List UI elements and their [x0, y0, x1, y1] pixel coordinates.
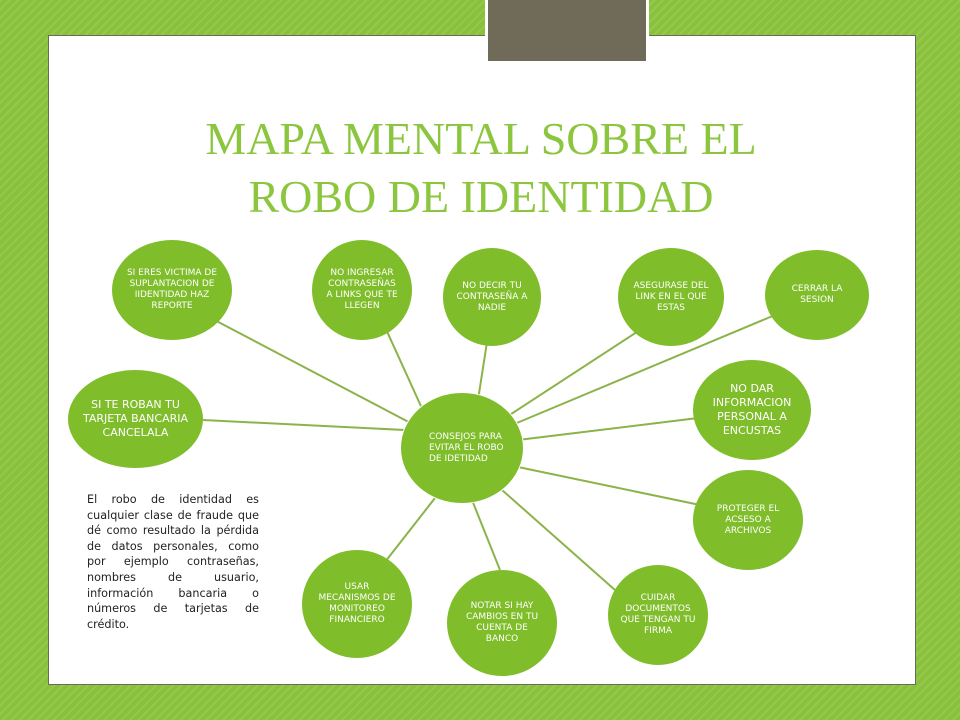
link-documentos [501, 489, 616, 591]
node-informacion: NO DAR INFORMACION PERSONAL A ENCUSTAS [693, 360, 811, 460]
node-asegurarse: ASEGURASE DEL LINK EN EL QUE ESTAS [618, 248, 724, 346]
node-links: NO INGRESAR CONTRASEÑAS A LINKS QUE TE L… [312, 240, 412, 340]
link-informacion [517, 417, 699, 441]
node-center: CONSEJOS PARA EVITAR EL ROBO DE IDETIDAD [400, 392, 524, 504]
node-contrasena: NO DECIR TU CONTRASEÑA A NADIE [443, 248, 541, 346]
link-reporte [204, 314, 421, 429]
node-documentos: CUIDAR DOCUMENTOS QUE TENGAN TU FIRMA [608, 565, 708, 665]
link-monitoreo [384, 497, 436, 563]
link-archivos [517, 466, 701, 506]
node-monitoreo: USAR MECANISMOS DE MONITOREO FINANCIERO [302, 550, 412, 658]
link-cerrar [511, 314, 776, 426]
decorative-tab [485, 0, 649, 64]
title-line-2: ROBO DE IDENTIDAD [248, 171, 714, 222]
node-reporte: SI ERES VICTIMA DE SUPLANTACION DE IIDEN… [112, 240, 232, 340]
node-archivos: PROTEGER EL ACSESO A ARCHIVOS [693, 470, 803, 570]
link-banco [471, 499, 501, 571]
link-tarjeta [202, 419, 406, 431]
link-asegurarse [504, 329, 641, 419]
node-banco: NOTAR SI HAY CAMBIOS EN TU CUENTA DE BAN… [447, 570, 557, 676]
slide-title: MAPA MENTAL SOBRE EL ROBO DE IDENTIDAD [48, 110, 914, 226]
title-line-1: MAPA MENTAL SOBRE EL [205, 113, 757, 164]
node-cerrar-sesion: CERRAR LA SESION [765, 250, 869, 340]
link-contrasena [477, 341, 488, 401]
description-text: El robo de identidad es cualquier clase … [87, 493, 259, 631]
node-tarjeta: SI TE ROBAN TU TARJETA BANCARIA CANCELAL… [68, 370, 203, 468]
